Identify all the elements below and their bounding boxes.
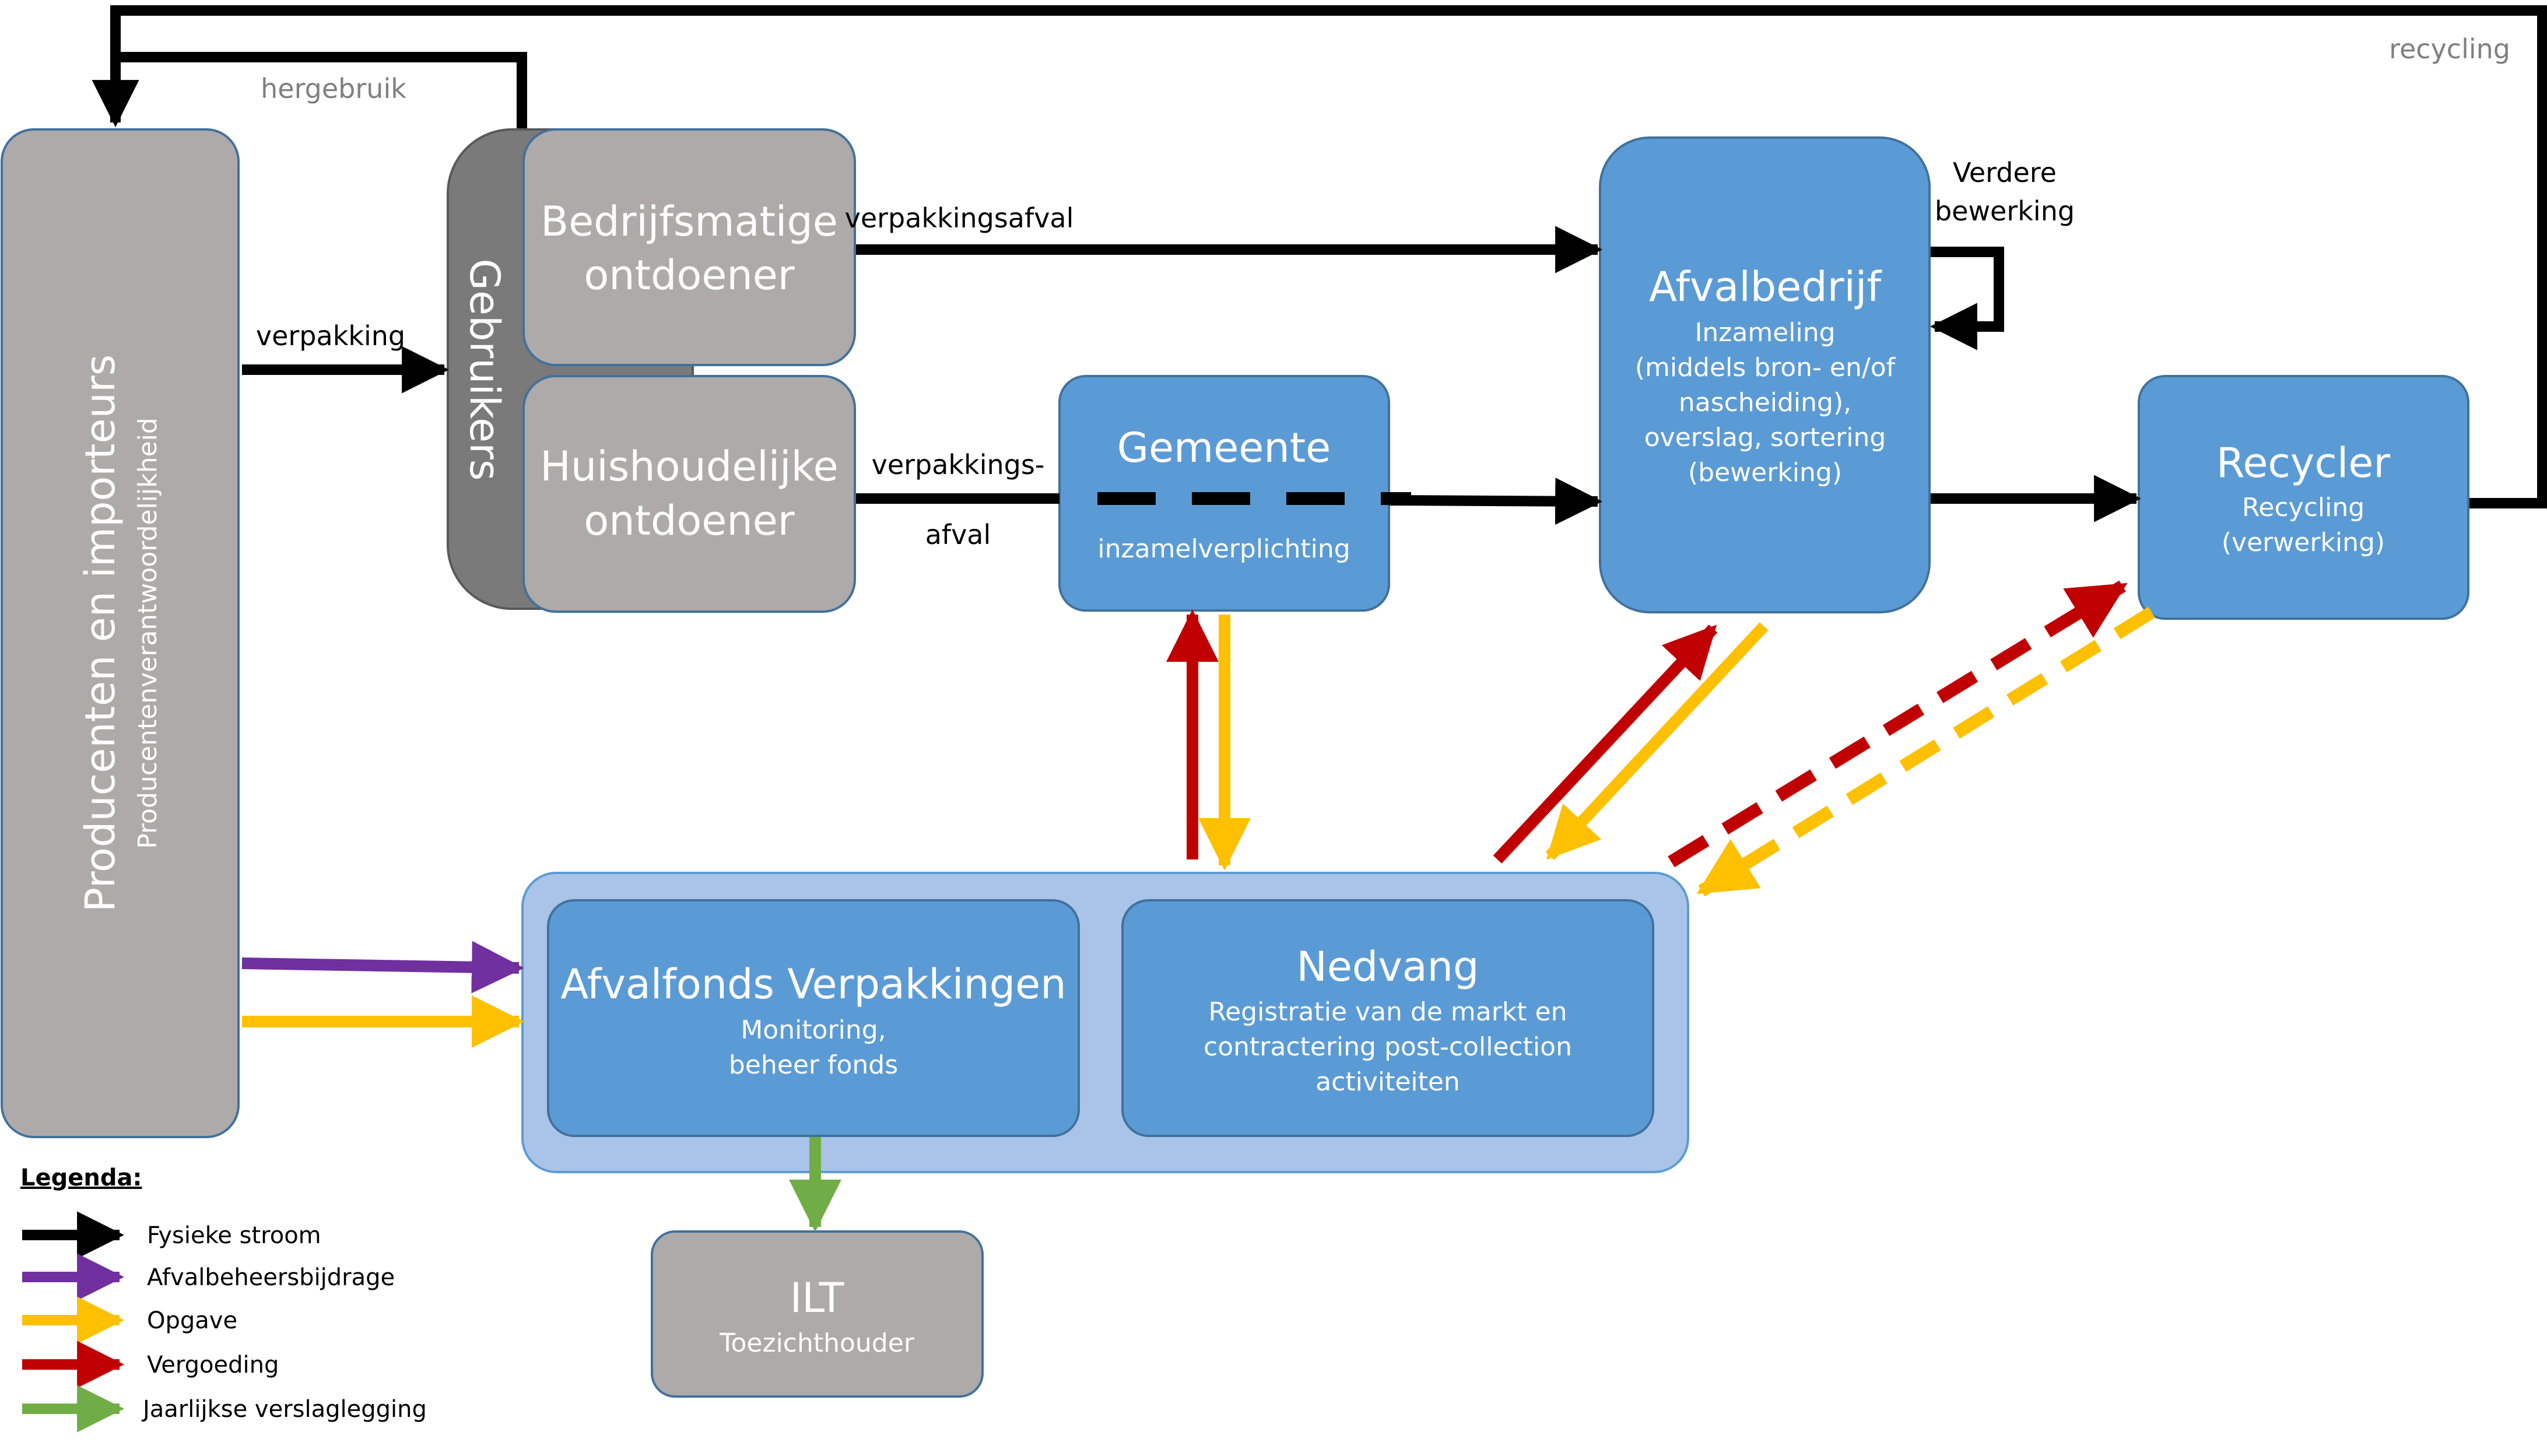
legend-label-jaarlijkse-verslaglegging: Jaarlijkse verslaglegging <box>141 1396 427 1423</box>
legend-label-afvalbeheersbijdrage: Afvalbeheersbijdrage <box>147 1264 395 1291</box>
verpakking-label: verpakking <box>256 320 405 352</box>
producenten-box: Producenten en importeurs Producentenver… <box>1 128 240 1138</box>
producenten-subtitle: Producentenverantwoordelijkheid <box>133 417 163 849</box>
recycler-box: Recycler Recycling (verwerking) <box>2138 375 2469 620</box>
nedvang-title: Nedvang <box>1297 943 1479 991</box>
recycler-line-1: Recycling <box>2242 493 2364 522</box>
legend-title: Legenda: <box>20 1164 142 1191</box>
opgave-recycler-arrow <box>1696 606 2155 897</box>
nedvang-line-2: contractering post-collection <box>1204 1032 1572 1062</box>
opgave-afvalbedrijf-arrow <box>1545 622 1769 860</box>
afvalbedrijf-line-3: nascheiding), <box>1679 388 1851 417</box>
huishoudelijke-line1: Huishoudelijke <box>540 443 838 490</box>
huishoudelijke-ontdoener-box: Huishoudelijke ontdoener <box>522 375 856 613</box>
recycling-label: recycling <box>2389 33 2510 65</box>
verdere-label-2: bewerking <box>1935 195 2075 227</box>
gebruikers-title: Gebruikers <box>461 259 508 481</box>
legend-label-vergoeding: Vergoeding <box>147 1352 279 1378</box>
afvalfonds-line-2: beheer fonds <box>729 1050 898 1080</box>
verpakkingsafval-bottom-arrow-b <box>1388 478 1603 525</box>
legend-label-fysieke-stroom: Fysieke stroom <box>147 1222 321 1249</box>
nedvang-box: Nedvang Registratie van de markt en cont… <box>1121 899 1654 1137</box>
afvalbedrijf-title: Afvalbedrijf <box>1649 263 1882 311</box>
recycling-loop-arrow <box>92 5 2547 508</box>
nedvang-line-3: activiteiten <box>1315 1067 1460 1097</box>
hergebruik-loop-arrow <box>115 52 527 134</box>
vergoeding-recycler-arrow <box>1668 580 2128 868</box>
verdere-bewerking-loop-arrow <box>1929 247 2004 350</box>
afvalbedrijf-line-2: (middels bron- en/of <box>1635 353 1896 383</box>
afvalbedrijf-line-4: overslag, sortering <box>1644 423 1886 452</box>
bedrijfsmatige-ontdoener-box: Bedrijfsmatige ontdoener <box>522 128 856 366</box>
afvalbedrijf-line-5: (bewerking) <box>1688 458 1842 487</box>
nedvang-line-1: Registratie van de markt en <box>1208 997 1567 1027</box>
huishoudelijke-line2: ontdoener <box>584 497 794 545</box>
ilt-box: ILT Toezichthouder <box>651 1230 984 1398</box>
gemeente-title: Gemeente <box>1117 424 1331 472</box>
hergebruik-label: hergebruik <box>261 73 406 104</box>
gemeente-subtitle: inzamelverplichting <box>1097 534 1350 564</box>
verpakkingsafval-bottom-label-1: verpakkings- <box>872 449 1045 480</box>
ilt-subtitle: Toezichthouder <box>719 1328 915 1358</box>
afvalbedrijf-line-1: Inzameling <box>1695 318 1835 348</box>
afvalfonds-box: Afvalfonds Verpakkingen Monitoring, behe… <box>547 899 1080 1137</box>
afvalbeheersbijdrage-arrow <box>241 941 524 994</box>
afvalfonds-line-1: Monitoring, <box>741 1015 886 1045</box>
recycler-title: Recycler <box>2216 439 2390 487</box>
verdere-label-1: Verdere <box>1953 157 2057 188</box>
vergoeding-afvalbedrijf-arrow <box>1493 624 1718 864</box>
producenten-title: Producenten en importeurs <box>76 355 124 912</box>
verpakkingsafval-bottom-label-2: afval <box>925 519 991 550</box>
ilt-title: ILT <box>790 1274 844 1322</box>
afvalfonds-title: Afvalfonds Verpakkingen <box>560 960 1066 1008</box>
verpakkingsafval-top-label: verpakkingsafval <box>845 202 1074 234</box>
afvalbedrijf-box: Afvalbedrijf Inzameling (middels bron- e… <box>1599 136 1931 613</box>
bedrijfsmatige-line1: Bedrijfsmatige <box>541 198 838 245</box>
bedrijfsmatige-line2: ontdoener <box>584 251 794 299</box>
recycler-line-2: (verwerking) <box>2222 528 2385 557</box>
legend-label-opgave: Opgave <box>147 1307 237 1334</box>
legend: Legenda: Fysieke stroom Afvalbeheersbijd… <box>20 1164 427 1433</box>
